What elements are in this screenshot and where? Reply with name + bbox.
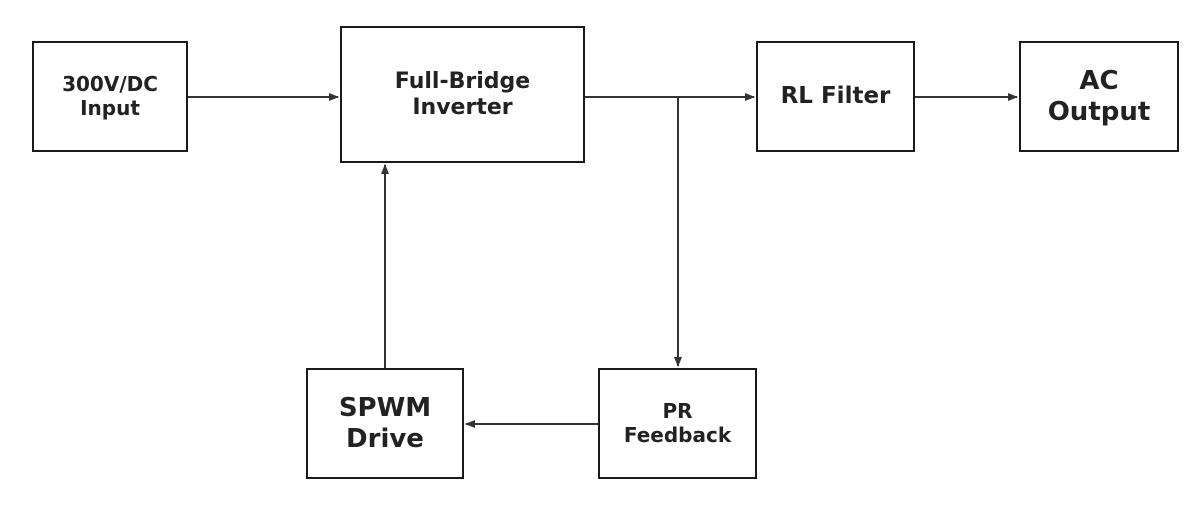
pr-feedback-label-line2: Feedback bbox=[623, 422, 732, 447]
spwm-drive-block: SPWM Drive bbox=[306, 368, 464, 479]
ac-output-label-line2: Output bbox=[1047, 96, 1151, 127]
dc-input-label-line1: 300V/DC bbox=[62, 71, 158, 96]
inverter-label-line2: Inverter bbox=[412, 94, 513, 120]
spwm-label-line2: Drive bbox=[346, 423, 424, 454]
rl-filter-label: RL Filter bbox=[780, 82, 891, 109]
full-bridge-inverter-block: Full-Bridge Inverter bbox=[340, 26, 585, 163]
rl-filter-block: RL Filter bbox=[756, 41, 915, 152]
inverter-label-line1: Full-Bridge bbox=[394, 68, 531, 94]
ac-output-label-line1: AC bbox=[1079, 65, 1119, 96]
spwm-label-line1: SPWM bbox=[338, 392, 432, 423]
ac-output-block: AC Output bbox=[1019, 41, 1179, 152]
dc-input-label-line2: Input bbox=[80, 95, 140, 120]
pr-feedback-block: PR Feedback bbox=[598, 368, 757, 479]
pr-feedback-label-line1: PR bbox=[662, 398, 693, 423]
dc-input-block: 300V/DC Input bbox=[32, 41, 188, 152]
